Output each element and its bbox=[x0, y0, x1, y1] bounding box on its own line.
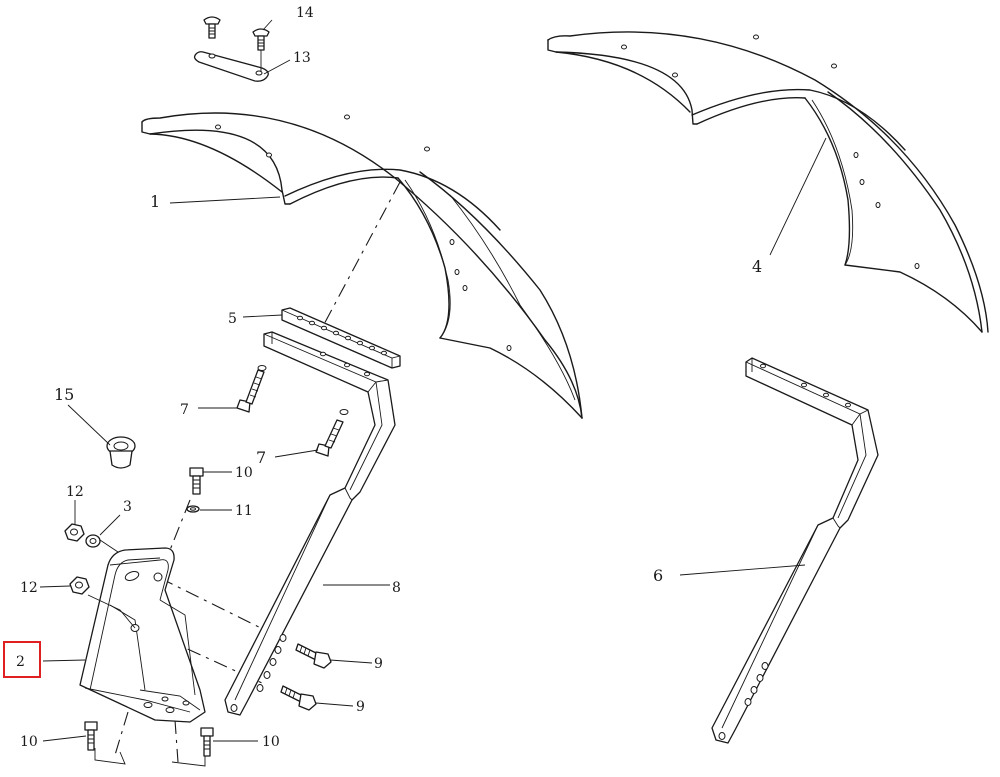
callout-1: 1 bbox=[150, 192, 160, 211]
part-6-support-arm bbox=[711, 357, 879, 744]
part-9-bolt-lower bbox=[280, 685, 317, 711]
highlight-box-callout-2 bbox=[3, 641, 41, 678]
part-12-nut-lower bbox=[69, 576, 90, 595]
callout-7-upper: 7 bbox=[180, 402, 189, 418]
part-14-bolt-left bbox=[203, 16, 221, 39]
part-12-nut-upper bbox=[64, 523, 85, 542]
part-5-clamp-plate bbox=[281, 307, 401, 369]
callout-3: 3 bbox=[123, 499, 132, 515]
part-7-bolt-upper bbox=[236, 365, 267, 413]
callout-8: 8 bbox=[392, 580, 401, 596]
callout-13: 13 bbox=[293, 50, 311, 66]
part-9-bolt-upper bbox=[295, 643, 332, 669]
callout-2: 2 bbox=[16, 654, 25, 670]
leader-lines bbox=[39, 19, 827, 742]
part-10-bolt-upper bbox=[189, 467, 204, 495]
callout-9-lower: 9 bbox=[356, 699, 365, 715]
part-10-bolt-lower-right bbox=[200, 727, 214, 757]
callout-6: 6 bbox=[653, 566, 663, 585]
part-8-support-arm bbox=[224, 331, 396, 716]
callout-10-upper: 10 bbox=[235, 465, 253, 481]
callout-5: 5 bbox=[228, 311, 237, 327]
part-11-washer bbox=[186, 505, 200, 513]
part-1-fender bbox=[141, 112, 583, 419]
callout-14: 14 bbox=[296, 5, 314, 21]
part-4-fender bbox=[547, 31, 989, 333]
callout-11: 11 bbox=[235, 503, 253, 519]
part-7-bolt-lower bbox=[315, 409, 349, 457]
callout-9-upper: 9 bbox=[374, 656, 383, 672]
part-13-strap bbox=[193, 51, 269, 82]
part-14-bolt-right bbox=[252, 28, 270, 72]
callout-10-lower-left: 10 bbox=[20, 734, 38, 750]
part-2-bracket bbox=[79, 547, 206, 723]
callout-4: 4 bbox=[752, 257, 762, 276]
callout-7-lower: 7 bbox=[256, 448, 266, 467]
part-10-bolt-lower-left bbox=[84, 721, 98, 751]
callout-12-upper: 12 bbox=[66, 484, 84, 500]
callout-12-lower: 12 bbox=[20, 580, 38, 596]
part-15-bushing bbox=[106, 436, 136, 469]
part-3-washer bbox=[85, 534, 101, 548]
callout-15: 15 bbox=[54, 385, 74, 404]
callout-labels: 1 14 13 4 5 6 7 7 8 9 9 10 11 12 3 12 15… bbox=[16, 5, 762, 750]
callout-10-lower-right: 10 bbox=[262, 734, 280, 750]
